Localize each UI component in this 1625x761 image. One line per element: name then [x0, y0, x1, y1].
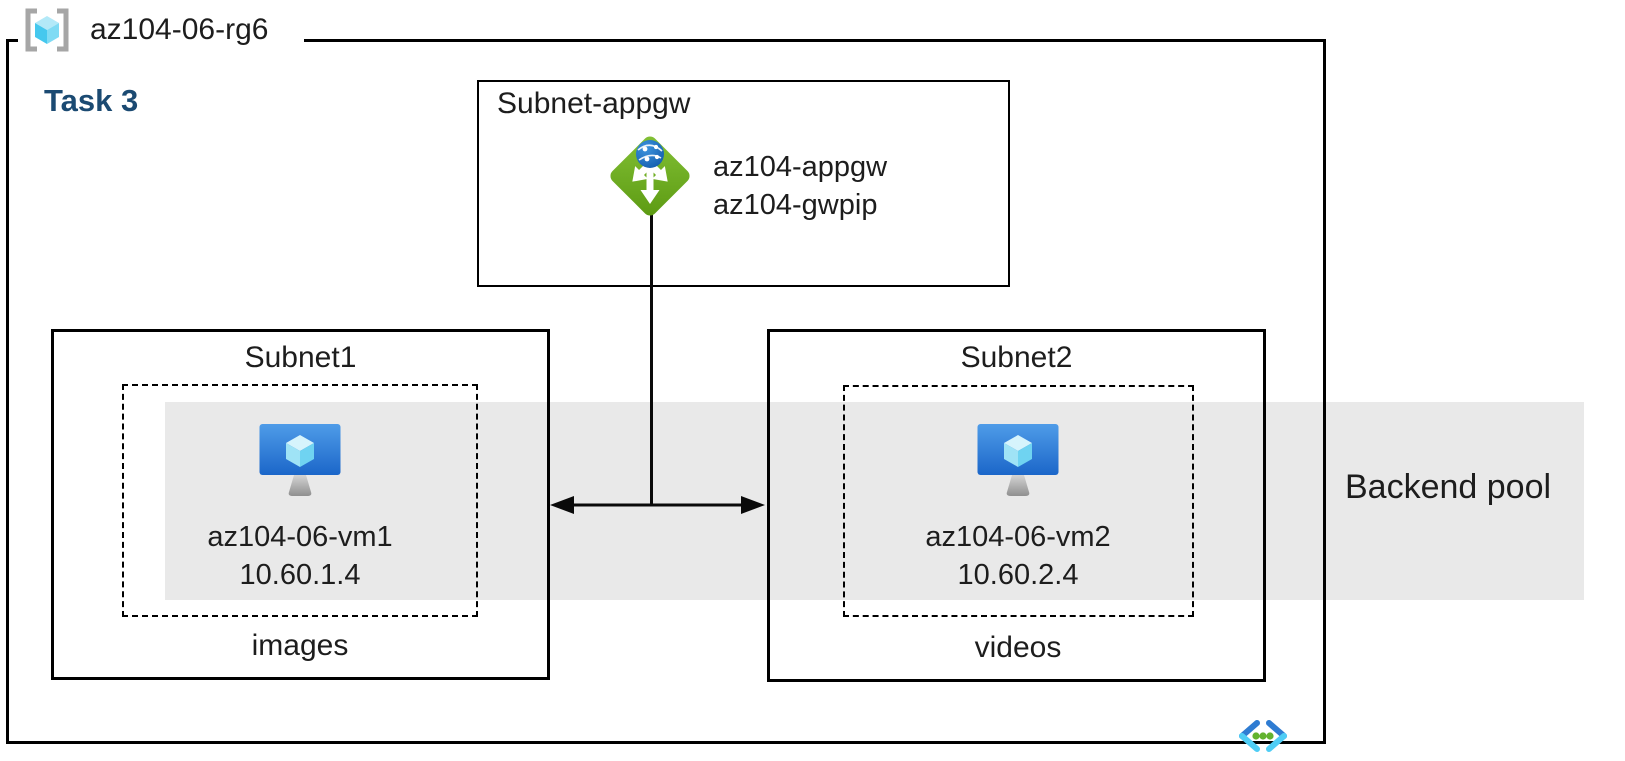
subnet-appgw-box: [477, 80, 1010, 287]
subnet1-box: Subnet1: [51, 329, 550, 680]
subnet2-title: Subnet2: [960, 341, 1073, 374]
resource-group-icon: [25, 8, 69, 52]
gateway-connector-line: [650, 214, 653, 506]
backend-pool-band: [165, 402, 1584, 600]
subnet2-backend-dashed-rect: [843, 385, 1194, 617]
subnet1-backend-dashed-rect: [122, 384, 478, 617]
task-label: Task 3: [44, 83, 139, 118]
resource-group-title: az104-06-rg6: [90, 13, 269, 46]
application-gateway-icon: [610, 136, 690, 216]
vm1-name: az104-06-vm1: [207, 521, 393, 553]
application-gateway-pip: az104-gwpip: [713, 189, 878, 221]
virtual-network-icon: [1239, 720, 1287, 752]
vm2-labels: az104-06-vm2 10.60.2.4: [838, 518, 1198, 594]
virtual-machine-icon: [977, 424, 1059, 496]
vm1-ip: 10.60.1.4: [239, 559, 361, 591]
subnet1-title: Subnet1: [244, 341, 357, 374]
application-gateway-name: az104-appgw: [713, 151, 888, 183]
backend-pool-label: Backend pool: [1345, 468, 1552, 506]
resource-group-border-gap: [18, 36, 304, 46]
backend-double-arrow: [550, 496, 765, 514]
subnet2-box: Subnet2: [767, 329, 1266, 682]
application-gateway-labels: az104-appgw az104-gwpip: [713, 148, 887, 224]
vm2-ip: 10.60.2.4: [957, 559, 1079, 591]
virtual-machine-icon: [259, 424, 341, 496]
subnet1-container-label: images: [251, 629, 349, 662]
vm1-labels: az104-06-vm1 10.60.1.4: [120, 518, 480, 594]
vm2-name: az104-06-vm2: [925, 521, 1111, 553]
subnet2-container-label: videos: [974, 631, 1062, 664]
resource-group-box: [6, 39, 1326, 744]
subnet-appgw-title: Subnet-appgw: [497, 87, 691, 120]
